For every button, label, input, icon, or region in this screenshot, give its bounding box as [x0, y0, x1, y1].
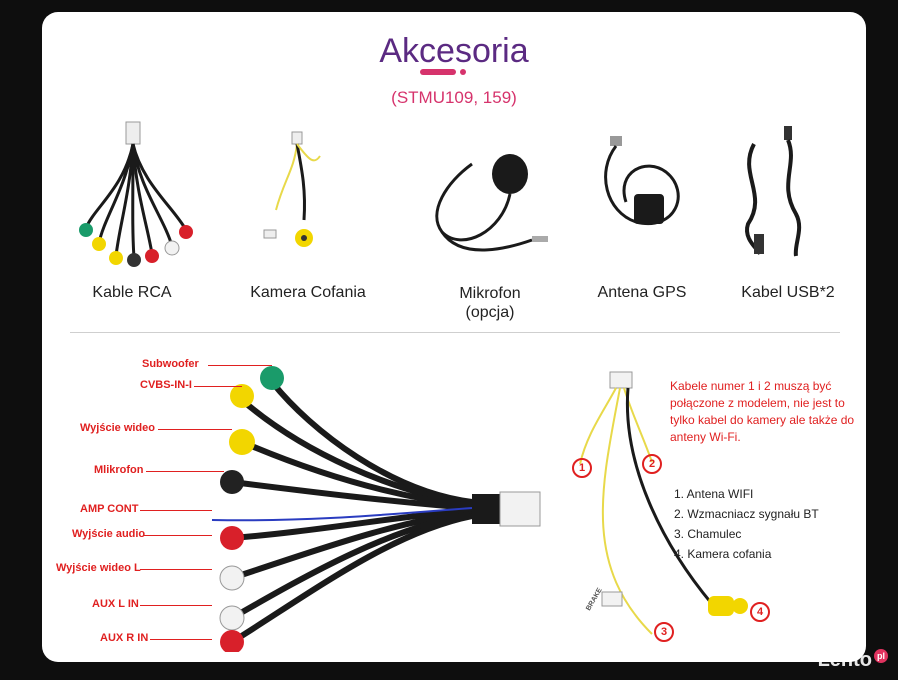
gps-antenna-image — [604, 136, 680, 226]
harness-label-aux-r-in: AUX R IN — [100, 632, 149, 644]
list-item: 4. Kamera cofania — [674, 547, 772, 561]
title-underline-dot — [460, 69, 466, 75]
harness-leader-aux-r-in — [150, 639, 212, 640]
harness-leader-audio-out — [144, 535, 212, 536]
harness-leader-subwoofer — [208, 365, 272, 366]
page-title: Akcesoria — [379, 32, 529, 70]
harness-leader-video-out — [158, 429, 232, 430]
title-underline — [420, 69, 456, 75]
list-item: 2. Wzmacniacz sygnału BT — [674, 507, 819, 521]
harness-leader-cvbs-in — [194, 386, 242, 387]
rca-harness-image — [211, 366, 541, 652]
harness-label-video-out: Wyjście wideo — [80, 422, 155, 434]
harness-label-subwoofer: Subwoofer — [142, 358, 199, 370]
product-sublabel-microphone: (opcja) — [465, 304, 515, 321]
harness-leader-microphone — [146, 471, 224, 472]
camera-cable-image — [263, 131, 321, 247]
section-divider — [70, 332, 840, 333]
accessories-card: Akcesoria (STMU109, 159) Kable RCA — [42, 12, 866, 662]
harness-label-amp-cont: AMP CONT — [80, 503, 139, 515]
usb-cables-image — [745, 126, 802, 257]
camera-cable-diagram — [579, 371, 748, 635]
harness-leader-aux-l-in — [140, 605, 212, 606]
list-item: 3. Chamulec — [674, 527, 742, 541]
list-item: 1. Antena WIFI — [674, 487, 754, 501]
harness-leader-video-out-l — [140, 569, 212, 570]
product-label-rca: Kable RCA — [92, 284, 172, 301]
cable-number-4: 4 — [750, 602, 770, 622]
camera-cable-note: Kabele numer 1 i 2 muszą być połączone z… — [670, 379, 855, 444]
product-label-gps: Antena GPS — [597, 284, 687, 301]
cable-number-1: 1 — [572, 458, 592, 478]
camera-cable-list: 1. Antena WIFI 2. Wzmacniacz sygnału BT … — [674, 484, 819, 564]
cable-number-2: 2 — [642, 454, 662, 474]
harness-label-aux-l-in: AUX L IN — [92, 598, 139, 610]
harness-label-audio-out: Wyjście audio — [72, 528, 146, 540]
harness-label-microphone: Mlikrofon — [94, 464, 144, 476]
product-label-microphone: Mikrofon — [459, 285, 521, 302]
product-label-camera: Kamera Cofania — [250, 284, 366, 301]
harness-leader-amp-cont — [140, 510, 212, 511]
cable-number-3: 3 — [654, 622, 674, 642]
microphone-image — [435, 154, 548, 252]
watermark-text: Lento — [817, 649, 872, 671]
harness-label-video-out-l: Wyjście wideo L — [56, 562, 141, 574]
page-subtitle: (STMU109, 159) — [391, 88, 517, 107]
watermark-suffix: pl — [874, 649, 888, 663]
harness-label-cvbs-in: CVBS-IN-I — [140, 379, 192, 391]
product-label-usb: Kabel USB*2 — [741, 284, 835, 301]
rca-cables-image — [79, 121, 193, 267]
